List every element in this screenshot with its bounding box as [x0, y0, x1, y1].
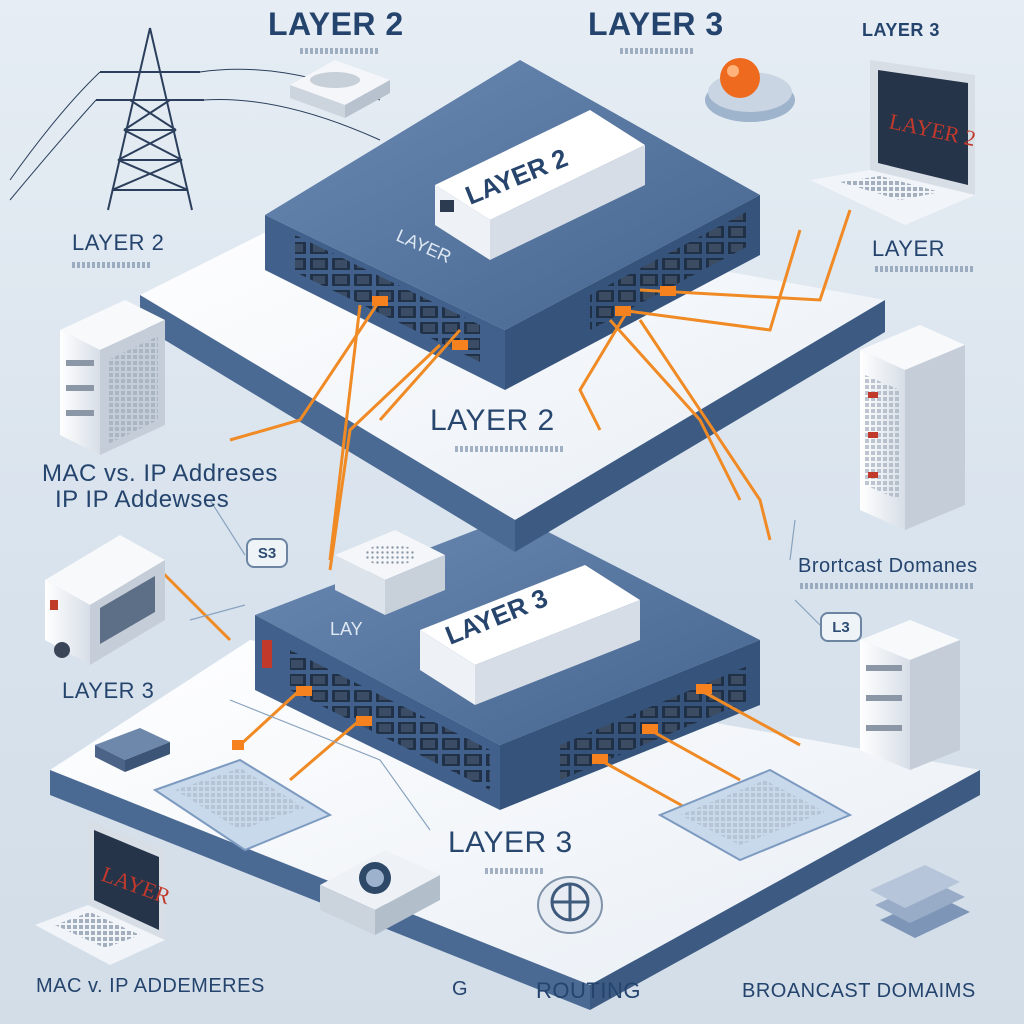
network-cables	[158, 209, 852, 812]
title-layer3-right: LAYER 3	[862, 20, 940, 40]
broadcast-domains-upper: Brortcast Domanes	[798, 555, 978, 577]
lower-switch-label: LAY	[330, 619, 363, 639]
laptop-top-right: LAYER 2	[810, 60, 978, 225]
upper-panel-label: LAYER 2	[430, 404, 555, 437]
guide-lines	[189, 499, 821, 831]
stacked-cards-icon	[870, 865, 970, 938]
lower-panel-subtext	[485, 868, 545, 874]
router-icon	[705, 58, 795, 122]
server-left-lower	[45, 535, 165, 665]
badge-l3: L3	[820, 612, 862, 642]
title-layer2-subtext	[300, 48, 380, 54]
label-layer3-left: LAYER 3	[62, 678, 155, 703]
mac-vs-ip-line1: MAC vs. IP Addreses	[42, 460, 278, 487]
title-layer3: LAYER 3	[588, 6, 724, 42]
laptop-bottom-left: LAYER	[35, 820, 174, 965]
broadcast-domains-subtext	[800, 583, 975, 589]
upper-panel-subtext	[455, 446, 565, 452]
title-layer3-subtext	[620, 48, 695, 54]
document-card-right	[657, 768, 853, 862]
server-right-lower	[860, 620, 960, 770]
bottom-g: G	[452, 978, 469, 1000]
title-layer2: LAYER 2	[268, 6, 404, 42]
badge-s3: S3	[246, 538, 288, 568]
server-right-stack	[860, 325, 965, 530]
server-left-upper	[60, 300, 165, 455]
label-layer-right-subtext	[875, 266, 975, 272]
document-card-left	[152, 758, 333, 852]
bottom-broadcast-domains: BROANCAST DOMAIMS	[742, 980, 976, 1002]
routing-wheel-icon	[537, 876, 603, 934]
label-layer2-left-subtext	[72, 262, 152, 268]
mac-vs-ip-line2: IP IP Addewses	[55, 486, 230, 513]
routing-device-box	[320, 850, 440, 935]
lower-panel-label: LAYER 3	[448, 826, 573, 859]
bottom-mac-vs-ip: MAC v. IP ADDEMERES	[36, 975, 265, 997]
top-small-device	[290, 60, 390, 118]
lower-fan-device	[335, 530, 445, 615]
cable-connectors	[232, 286, 712, 764]
small-box-device	[95, 728, 170, 772]
power-tower-icon	[9, 27, 381, 211]
label-layer-right: LAYER	[872, 236, 946, 261]
bottom-routing: ROUTING	[536, 978, 641, 1003]
label-layer2-left: LAYER 2	[72, 230, 165, 255]
